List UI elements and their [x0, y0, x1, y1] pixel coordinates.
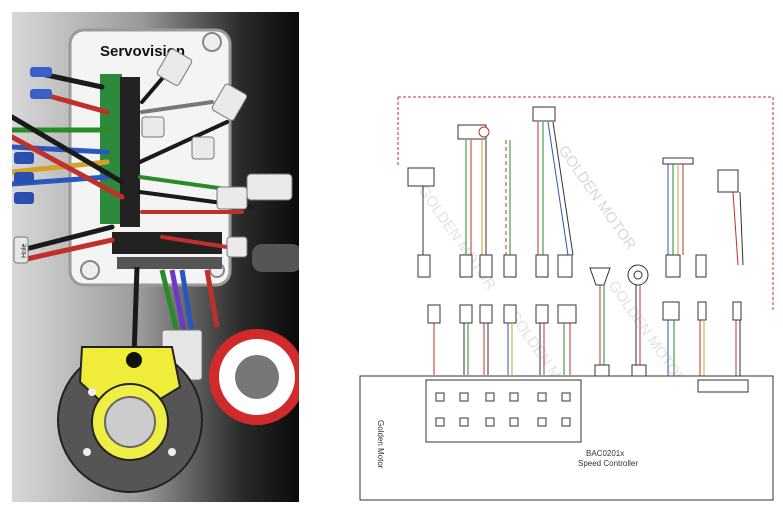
lower-connectors [427, 301, 742, 324]
aux-terminal-block [697, 379, 749, 393]
box-label: Servovision [100, 43, 185, 60]
controller-name: Speed Controller [578, 459, 638, 468]
terminal-block [112, 232, 222, 254]
pcb-strip [100, 74, 122, 224]
connector-icon [211, 83, 248, 121]
connector-icon [30, 67, 52, 77]
connector-icon [191, 136, 215, 160]
sensor-hole-icon [126, 352, 142, 368]
connector-icon [226, 236, 248, 258]
wiring-schematic: GOLDEN MOTOR GOLDEN MOTOR GOLDEN MOTOR G… [358, 80, 778, 505]
schematic-svg: GOLDEN MOTOR GOLDEN MOTOR GOLDEN MOTOR G… [359, 96, 774, 501]
terminal-pins [435, 392, 571, 427]
connector-icon [13, 236, 29, 264]
schematic-wires [422, 121, 744, 266]
controller-terminal-block [425, 379, 582, 443]
lower-wires [433, 285, 741, 380]
connector-icon [216, 186, 248, 210]
connector-icon [141, 116, 165, 138]
component-icon [532, 106, 556, 122]
svg-text:GOLDEN MOTOR: GOLDEN MOTOR [605, 278, 690, 389]
magnet-ring-hub [235, 355, 279, 399]
horn-icon [589, 267, 611, 286]
component-icon [662, 157, 694, 165]
component-icon [407, 167, 435, 187]
connector-icon [14, 172, 34, 184]
terminal-strip [117, 257, 222, 269]
sensor-hub [104, 396, 156, 448]
mount-hole-icon [202, 32, 222, 52]
connector-icon [156, 48, 193, 86]
mount-hole-icon [80, 260, 100, 280]
connector-icon [30, 89, 52, 99]
upper-connectors [417, 254, 707, 278]
controller-wiring-photo: Servovision Hole [12, 12, 299, 502]
controller-model: BAC0201x [586, 449, 624, 458]
throttle-connector [252, 244, 299, 272]
watermark: GOLDEN MOTOR [555, 143, 640, 254]
brand-label: Golden Motor [376, 420, 385, 469]
dashed-loop [398, 96, 774, 310]
terminal-block [120, 77, 140, 227]
connector-icon [246, 173, 293, 201]
component-icon [717, 169, 739, 193]
wiring-photo-svg: Servovision Hole [12, 12, 299, 502]
connector-icon [14, 152, 34, 164]
connector-label: Hole [21, 243, 28, 258]
connector-icon [14, 192, 34, 204]
down-wires [131, 266, 220, 358]
